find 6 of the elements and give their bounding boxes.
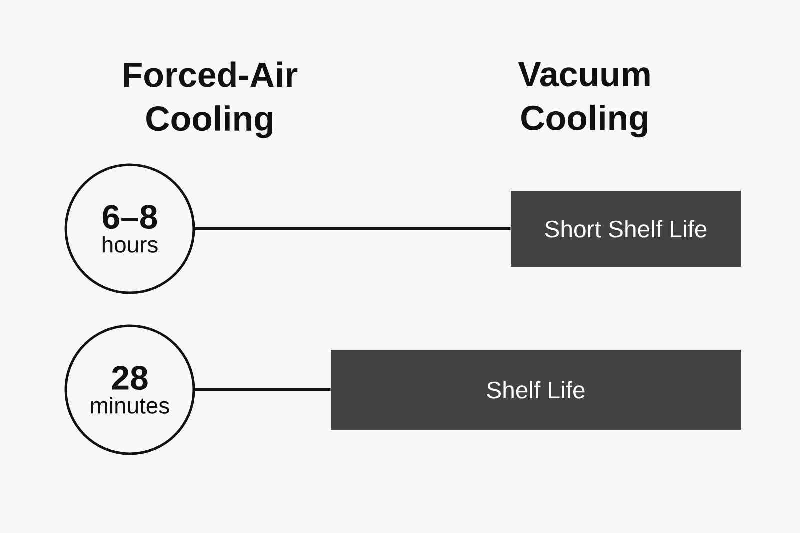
column-heading: Vacuum Cooling — [518, 62, 650, 138]
column-heading: Forced-Air Cooling — [124, 62, 298, 138]
shelf-life-bar: Short Shelf Life — [511, 191, 741, 267]
connector-line — [195, 388, 331, 392]
shelf-life-bar: Shelf Life — [331, 350, 741, 430]
connector-line — [195, 228, 511, 230]
